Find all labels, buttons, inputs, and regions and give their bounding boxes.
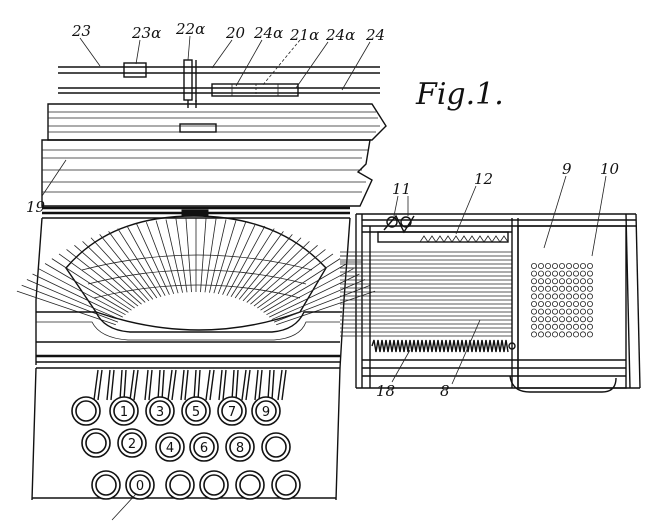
- key-blank-row1: [71, 396, 101, 426]
- ref-20: 20: [225, 24, 246, 42]
- reference-labels: 23 23α 22α 20 24α 21α 24α 24 Fig.1. 19 1…: [26, 20, 620, 400]
- typebar-basket: [16, 215, 376, 331]
- svg-text:2: 2: [128, 437, 136, 452]
- ref-18: 18: [376, 382, 395, 400]
- svg-text:3: 3: [156, 405, 164, 420]
- ref-23a: 23α: [131, 24, 161, 42]
- svg-text:0: 0: [136, 479, 144, 494]
- counting-mechanism: [340, 213, 641, 393]
- key-blank-row3e: [271, 470, 301, 500]
- upper-rod-assembly: [58, 59, 380, 108]
- ref-23: 23: [71, 22, 91, 40]
- figure-label: Fig.1.: [415, 77, 504, 112]
- key-blank-row2a: [81, 428, 111, 458]
- key-blank-row3c: [199, 470, 229, 500]
- ref-19: 19: [26, 198, 46, 216]
- svg-text:1: 1: [120, 405, 128, 420]
- ref-8: 8: [440, 382, 450, 400]
- key-blank-row3a: [91, 470, 121, 500]
- indicator-dot-grid: [531, 262, 594, 338]
- key-2: 2: [117, 428, 147, 458]
- key-5: 5: [181, 396, 211, 426]
- ref-22a: 22α: [175, 20, 205, 38]
- ref-10: 10: [600, 160, 620, 178]
- ref-21a: 21α: [289, 26, 319, 44]
- svg-text:9: 9: [262, 405, 270, 420]
- register-bars: [340, 251, 512, 337]
- key-8: 8: [225, 432, 255, 462]
- key-blank-row3b: [165, 470, 195, 500]
- key-9: 9: [251, 396, 281, 426]
- svg-text:6: 6: [200, 441, 208, 456]
- svg-text:5: 5: [192, 405, 200, 420]
- key-4: 4: [155, 432, 185, 462]
- svg-text:4: 4: [166, 441, 174, 456]
- key-7: 7: [217, 396, 247, 426]
- ref-12: 12: [474, 170, 493, 188]
- svg-text:7: 7: [228, 405, 236, 420]
- svg-text:8: 8: [236, 441, 244, 456]
- keyboard: 1 3 5 7 9 2 4 6: [71, 396, 301, 500]
- ref-24a-1: 24α: [253, 24, 283, 42]
- top-leader-lines: [79, 35, 371, 91]
- key-3: 3: [145, 396, 175, 426]
- key-6: 6: [189, 432, 219, 462]
- key-1: 1: [109, 396, 139, 426]
- right-leader-lines: [41, 159, 607, 521]
- ref-9: 9: [562, 160, 572, 178]
- key-0: 0: [125, 470, 155, 500]
- ref-11: 11: [392, 180, 411, 198]
- ref-24a-2: 24α: [325, 26, 355, 44]
- ref-24: 24: [365, 26, 385, 44]
- key-levers: [93, 369, 287, 401]
- key-blank-row3d: [235, 470, 265, 500]
- key-blank-row2b: [261, 432, 291, 462]
- typewriter-body: [16, 103, 387, 501]
